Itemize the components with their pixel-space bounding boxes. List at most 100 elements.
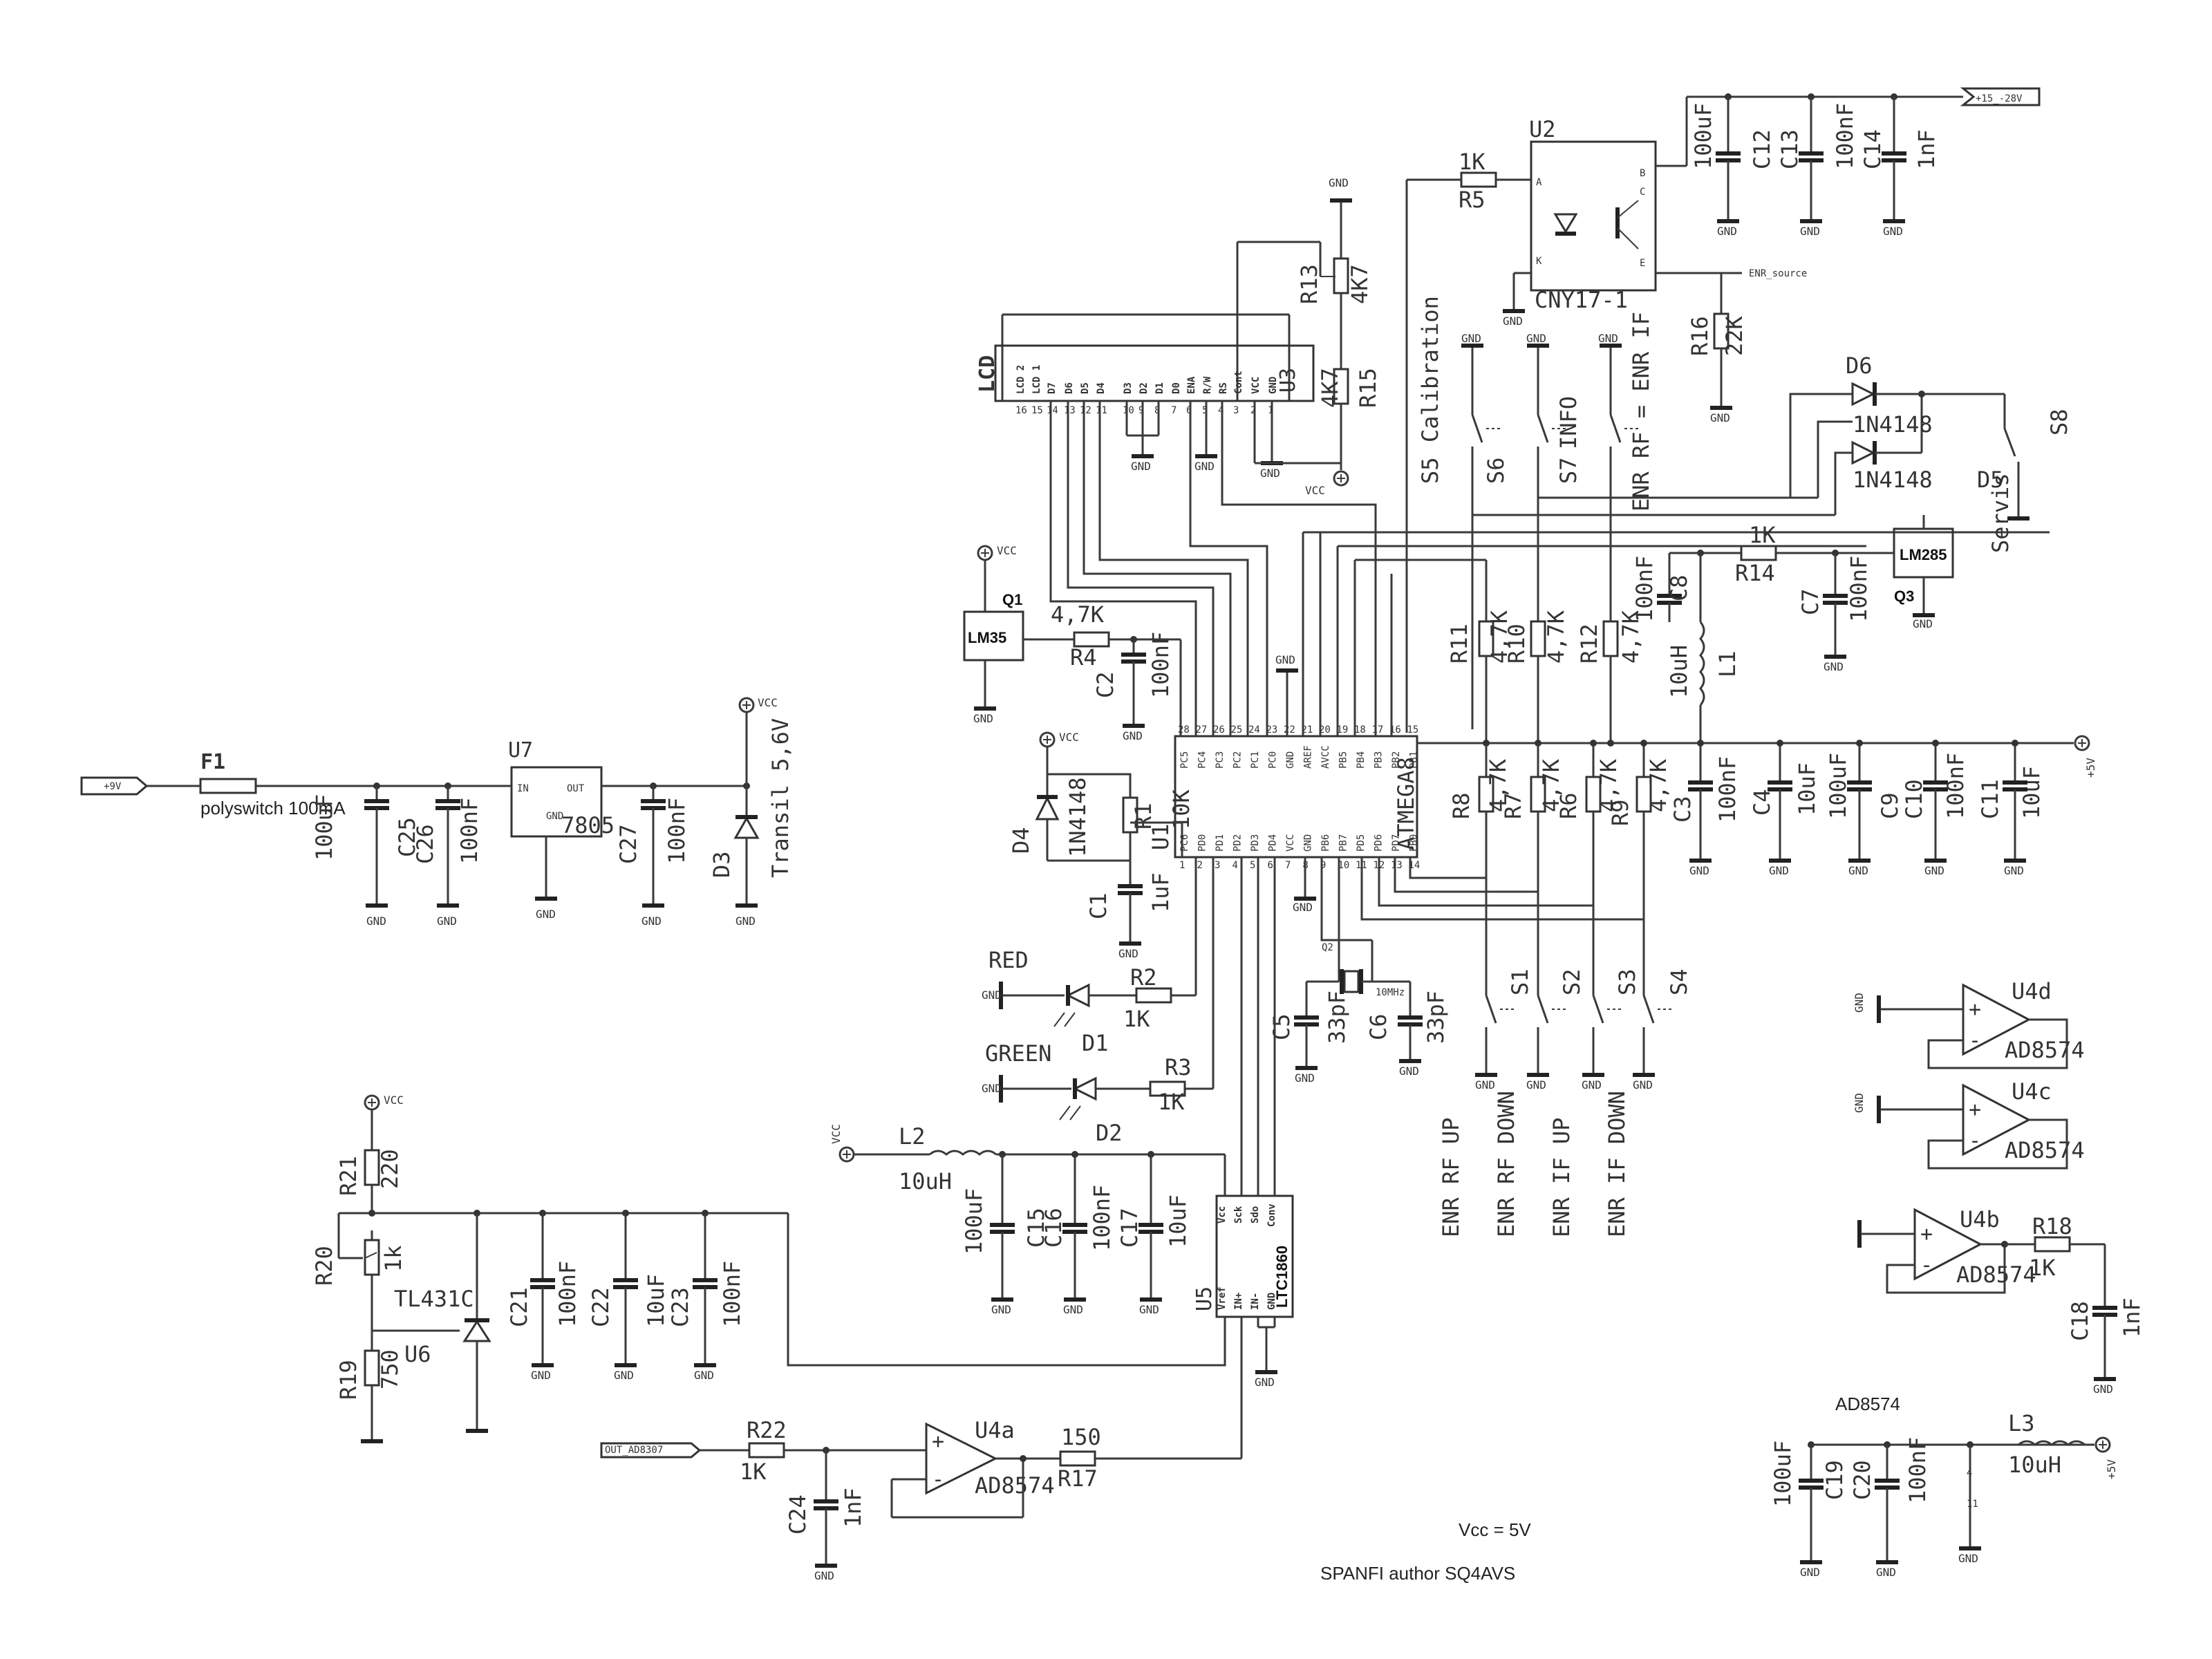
mcu-bottom-pin-number: 2 [1197, 860, 1203, 871]
gnd-label: GND [1118, 947, 1138, 960]
s2-ref: S2 [1559, 968, 1585, 995]
c5-ref: C5 [1268, 1013, 1295, 1040]
gnd-label: GND [1633, 1078, 1653, 1091]
u5-pin-inm: IN- [1250, 1293, 1261, 1310]
port-out-ad8307: OUT_AD8307 [605, 1445, 663, 1456]
mcu-top-pin-number: 20 [1319, 724, 1331, 735]
mcu-bottom-pin-number: 1 [1179, 860, 1185, 871]
r13-value: 4K7 [1347, 264, 1373, 304]
voltage-reference: LM285 Q3 GND 1K R14 GND C7 100nF C8 100n… [1631, 515, 1954, 743]
junction [1856, 740, 1863, 747]
r9-value: 4,7K [1645, 758, 1671, 812]
d2-ref: D2 [1096, 1120, 1123, 1146]
opamp-c-plus: + [1969, 1098, 1981, 1122]
gnd-symbol [1848, 854, 1871, 861]
u5-pin-vcc: Vcc [1217, 1206, 1228, 1224]
f1-ref: F1 [200, 750, 225, 774]
d6-value: 1N4148 [1853, 411, 1933, 438]
r10-ref: R10 [1503, 624, 1530, 664]
gnd-label: GND [1139, 1303, 1159, 1316]
u6-part: TL431C [394, 1286, 474, 1312]
junction [1697, 740, 1704, 747]
gnd-label: GND [614, 1369, 634, 1382]
led-red-label: RED [988, 947, 1029, 973]
gnd-label: GND [735, 915, 756, 928]
gnd-label: GND [1800, 1566, 1820, 1579]
lcd-pin-number: 5 [1202, 405, 1208, 416]
r19-value: 750 [377, 1349, 403, 1389]
c16-value: 100nF [1089, 1185, 1115, 1251]
d3-ref: D3 [709, 851, 735, 878]
r6-value: 4,7K [1595, 758, 1622, 812]
mcu-bottom-pin-number: 3 [1215, 860, 1220, 871]
d4-value: 1N4148 [1065, 777, 1091, 857]
lcd-pin-label: D5 [1080, 382, 1091, 394]
mcu-part: ATMEGA8 [1393, 757, 1419, 850]
c21-ref: C21 [506, 1287, 532, 1327]
r22-ref: R22 [747, 1417, 787, 1443]
c25-ref: C25 [394, 817, 420, 857]
mcu-top-pin-label: PB2 [1391, 751, 1402, 769]
r13-ref: R13 [1296, 264, 1322, 304]
u5-ref: U5 [1192, 1286, 1217, 1311]
gnd-label: GND [1295, 1071, 1315, 1085]
r17-ref: R17 [1058, 1465, 1098, 1492]
c24-value: 1nF [840, 1488, 866, 1528]
opamp-power: AD8574 4 11 GND GND GND 100uF C19 C20 10… [1320, 1394, 2118, 1584]
r2-value: 1K [1123, 1006, 1150, 1032]
gnd-label: GND [973, 712, 993, 725]
l2-ref: L2 [899, 1123, 926, 1150]
servis-label: Servis [1987, 473, 2014, 553]
lcd-pin-number: 13 [1064, 405, 1076, 416]
r18-ref: R18 [2032, 1213, 2072, 1239]
r21-value: 220 [377, 1149, 403, 1189]
c8-ref: C8 [1666, 574, 1692, 601]
gnd-label: GND [1924, 864, 1944, 877]
mcu-top-pin-number: 24 [1248, 724, 1260, 735]
d6-ref: D6 [1846, 353, 1873, 379]
c2-ref: C2 [1092, 671, 1118, 698]
lcd-ref: LCD [975, 355, 1000, 393]
r18-value: 1K [2029, 1255, 2056, 1281]
mcu-bottom-pin-label: PC6 [1179, 834, 1190, 852]
u5-pin-inp: IN+ [1233, 1293, 1244, 1310]
lcd-pin-number: 6 [1186, 405, 1192, 416]
gnd-label: GND [1598, 332, 1618, 345]
lcd-pin-label: D6 [1064, 382, 1075, 394]
c16-ref: C16 [1040, 1208, 1067, 1248]
c17-ref: C17 [1116, 1208, 1143, 1248]
q1-ref: Q1 [1002, 591, 1022, 608]
gnd-label: GND [1853, 1093, 1866, 1113]
c1-ref: C1 [1085, 892, 1112, 919]
c3-ref: C3 [1669, 796, 1696, 823]
c26-ref: C26 [412, 824, 438, 864]
u7-part: 7805 [561, 812, 615, 838]
c26-value: 100nF [456, 798, 482, 864]
lcd-pin-label: VCC [1250, 377, 1262, 394]
gnd-label: GND [1824, 660, 1844, 673]
opamp-a-plus: + [932, 1430, 944, 1454]
tl431-reference: VCC R21 220 R20 1k TL431C U6 R19 750 GND… [311, 1094, 1226, 1441]
r4-ref: R4 [1070, 644, 1097, 671]
r11-ref: R11 [1446, 624, 1472, 664]
enr-rf-if-label: ENR RF = ENR IF [1628, 312, 1654, 512]
mcu-ref: U1 [1147, 823, 1174, 850]
opamp-d-plus: + [1969, 997, 1981, 1022]
c25-value: 100uF [311, 794, 337, 861]
lcd-pin-number: 1 [1268, 405, 1273, 416]
mcu-top-pin-label: PC1 [1250, 751, 1261, 769]
u2-pin-a: A [1536, 177, 1542, 188]
r16-value: 22K [1721, 315, 1747, 356]
lcd-pin-label: ENA [1186, 376, 1197, 394]
mcu-top-pin-label: PB4 [1356, 751, 1367, 769]
mcu-bottom-pin-label: PB0 [1409, 834, 1420, 852]
mcu-top-pin-label: GND [1285, 751, 1296, 769]
s7-ref: S7 [1555, 457, 1582, 484]
lcd-pin-label: D0 [1171, 382, 1182, 394]
gnd-label: GND [1526, 1078, 1546, 1091]
c9-ref: C9 [1877, 792, 1903, 819]
u7-ref: U7 [508, 738, 533, 762]
r12-ref: R12 [1576, 624, 1602, 664]
gnd-label: GND [536, 908, 556, 921]
